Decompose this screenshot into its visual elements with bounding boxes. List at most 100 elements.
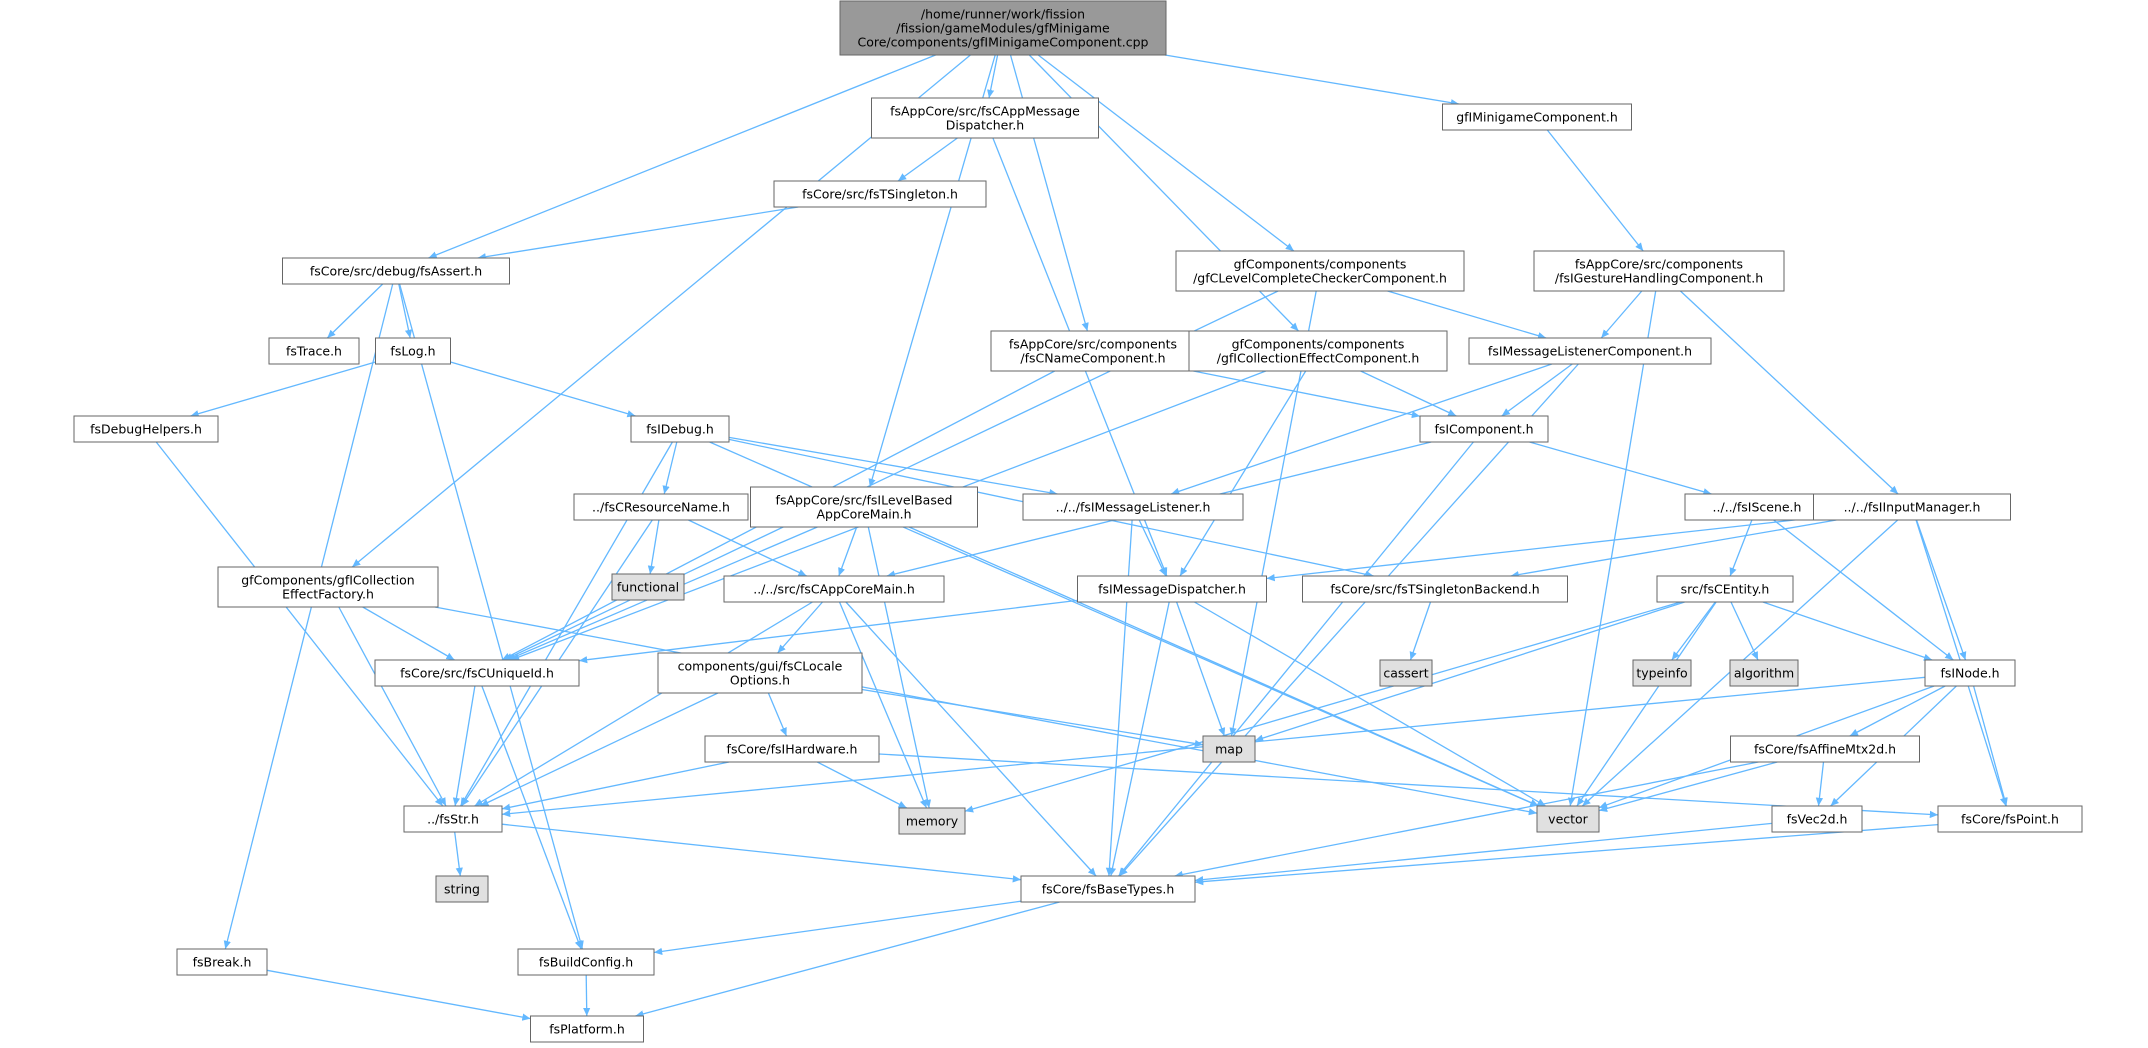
node-msgdispatcher[interactable]: fsIMessageDispatcher.h [1077, 575, 1267, 603]
node-basetypes[interactable]: fsCore/fsBaseTypes.h [1020, 875, 1196, 903]
node-levelcomp[interactable]: gfComponents/components/gfCLevelComplete… [1175, 250, 1465, 292]
node-box-msgdispatcher [1077, 575, 1267, 603]
edge-msgdispatcher-to-basetypes [1108, 601, 1170, 877]
node-box-ihardware [704, 735, 880, 763]
node-assert[interactable]: fsCore/src/debug/fsAssert.h [282, 257, 510, 285]
edge-vec2d-to-basetypes [1194, 822, 1773, 884]
node-box-memory [898, 807, 966, 835]
node-colleffactory[interactable]: gfComponents/gfICollectionEffectFactory.… [217, 566, 439, 608]
node-appcoremain[interactable]: ../../src/fsCAppCoreMain.h [723, 575, 945, 603]
edge-singleton-to-assert [477, 206, 799, 261]
node-break[interactable]: fsBreak.h [176, 948, 268, 976]
node-label-root: Core/components/gfIMinigameComponent.cpp [857, 35, 1148, 50]
node-box-buildconfig [517, 948, 655, 976]
node-box-vec2d [1771, 805, 1863, 833]
edge-assert-to-trace [326, 283, 384, 339]
edge-msglistcomp-to-basetypes [1119, 363, 1579, 877]
edge-tsingletonbackend-to-cassert [1409, 601, 1432, 661]
edge-affine-to-vector [1598, 761, 1778, 812]
node-memory: memory [898, 807, 966, 835]
edge-root-to-levelcomp [1037, 54, 1295, 252]
edge-iscene-to-centity [1729, 519, 1753, 577]
node-root[interactable]: /home/runner/work/fission/fission/gameMo… [839, 0, 1167, 56]
node-point[interactable]: fsCore/fsPoint.h [1937, 805, 2083, 833]
node-box-typeinfo [1632, 659, 1692, 687]
node-uniqueid[interactable]: fsCore/src/fsCUniqueId.h [374, 659, 580, 687]
edge-gesture-to-inputmgr [1679, 290, 1899, 495]
node-label-typeinfo: typeinfo [1636, 666, 1687, 681]
node-box-uniqueid [374, 659, 580, 687]
node-singleton[interactable]: fsCore/src/fsTSingleton.h [773, 180, 987, 208]
node-gfimini[interactable]: gfIMinigameComponent.h [1442, 103, 1632, 131]
node-box-resname [573, 493, 749, 521]
node-inputmgr[interactable]: ../../fsIInputManager.h [1813, 493, 2011, 521]
node-icomponent[interactable]: fsIComponent.h [1419, 415, 1549, 443]
node-label-msgdispatcher: fsIMessageDispatcher.h [1098, 582, 1246, 597]
edge-root-to-assert [428, 54, 936, 259]
node-box-levelbased [750, 486, 978, 528]
node-idebug[interactable]: fsIDebug.h [630, 415, 730, 443]
edges-layer [155, 54, 2008, 1021]
edge-centity-to-memory [964, 601, 1681, 813]
node-debughelpers[interactable]: fsDebugHelpers.h [73, 415, 219, 443]
node-ihardware[interactable]: fsCore/fsIHardware.h [704, 735, 880, 763]
edge-icomponent-to-iscene [1529, 441, 1712, 496]
node-label-idebug: fsIDebug.h [646, 422, 714, 437]
node-label-assert: fsCore/src/debug/fsAssert.h [310, 264, 482, 279]
edge-appmsg-to-singleton [897, 137, 958, 182]
node-vec2d[interactable]: fsVec2d.h [1771, 805, 1863, 833]
node-centity[interactable]: src/fsCEntity.h [1656, 575, 1794, 603]
node-namecomp[interactable]: fsAppCore/src/components/fsCNameComponen… [990, 330, 1196, 372]
node-box-gfimini [1442, 103, 1632, 131]
node-box-basetypes [1020, 875, 1196, 903]
edge-point-to-basetypes [1194, 823, 1939, 886]
node-box-map [1202, 735, 1256, 763]
edge-appcoremain-to-basetypes [845, 601, 1097, 877]
edge-centity-to-algorithm [1730, 601, 1759, 661]
edge-resname-to-functional [647, 519, 660, 575]
node-fsstr[interactable]: ../fsStr.h [403, 805, 503, 833]
node-box-msglistener [1022, 493, 1244, 521]
edge-assert-to-log [398, 283, 413, 339]
node-label-appmsg: Dispatcher.h [946, 118, 1024, 133]
node-label-gesture: fsAppCore/src/components [1575, 257, 1743, 272]
edge-idebug-to-msglistener [728, 436, 1058, 497]
node-platform[interactable]: fsPlatform.h [530, 1015, 644, 1043]
edge-levelbased-to-memory [867, 526, 932, 809]
node-buildconfig[interactable]: fsBuildConfig.h [517, 948, 655, 976]
edge-msglistcomp-to-icomponent [1501, 363, 1573, 417]
node-colleffcomp[interactable]: gfComponents/components/gfICollectionEff… [1188, 330, 1448, 372]
node-resname[interactable]: ../fsCResourceName.h [573, 493, 749, 521]
node-inode[interactable]: fsINode.h [1924, 659, 2016, 687]
node-msglistcomp[interactable]: fsIMessageListenerComponent.h [1468, 337, 1712, 365]
edge-ihardware-to-fsstr [501, 761, 730, 811]
edge-log-to-idebug [450, 361, 636, 418]
edge-msgdispatcher-to-uniqueid [578, 599, 1078, 664]
edge-root-to-gfimini [1164, 54, 1460, 107]
node-msglistener[interactable]: ../../fsIMessageListener.h [1022, 493, 1244, 521]
node-label-trace: fsTrace.h [286, 344, 342, 359]
node-affine[interactable]: fsCore/fsAffineMtx2d.h [1730, 735, 1920, 763]
edge-buildconfig-to-platform [583, 974, 591, 1017]
node-iscene[interactable]: ../../fsIScene.h [1684, 493, 1830, 521]
node-label-gfimini: gfIMinigameComponent.h [1456, 110, 1618, 125]
node-gesture[interactable]: fsAppCore/src/components/fsIGestureHandl… [1533, 250, 1785, 292]
node-box-icomponent [1419, 415, 1549, 443]
node-trace[interactable]: fsTrace.h [268, 337, 360, 365]
edge-icomponent-to-basetypes [1118, 441, 1474, 877]
edge-resname-to-appcoremain [688, 519, 807, 577]
node-label-log: fsLog.h [390, 344, 435, 359]
edge-appcoremain-to-localeopts [777, 601, 823, 654]
node-box-functional [611, 573, 685, 601]
edge-ihardware-to-memory [817, 761, 907, 809]
edge-centity-to-inode [1762, 601, 1933, 661]
node-log[interactable]: fsLog.h [375, 337, 451, 365]
node-label-levelbased: AppCoreMain.h [816, 507, 911, 522]
node-tsingletonbackend[interactable]: fsCore/src/fsTSingletonBackend.h [1302, 575, 1568, 603]
edge-msglistcomp-to-msglistener [1170, 363, 1553, 495]
node-label-ihardware: fsCore/fsIHardware.h [727, 742, 858, 757]
edge-localeopts-to-map [861, 688, 1204, 748]
